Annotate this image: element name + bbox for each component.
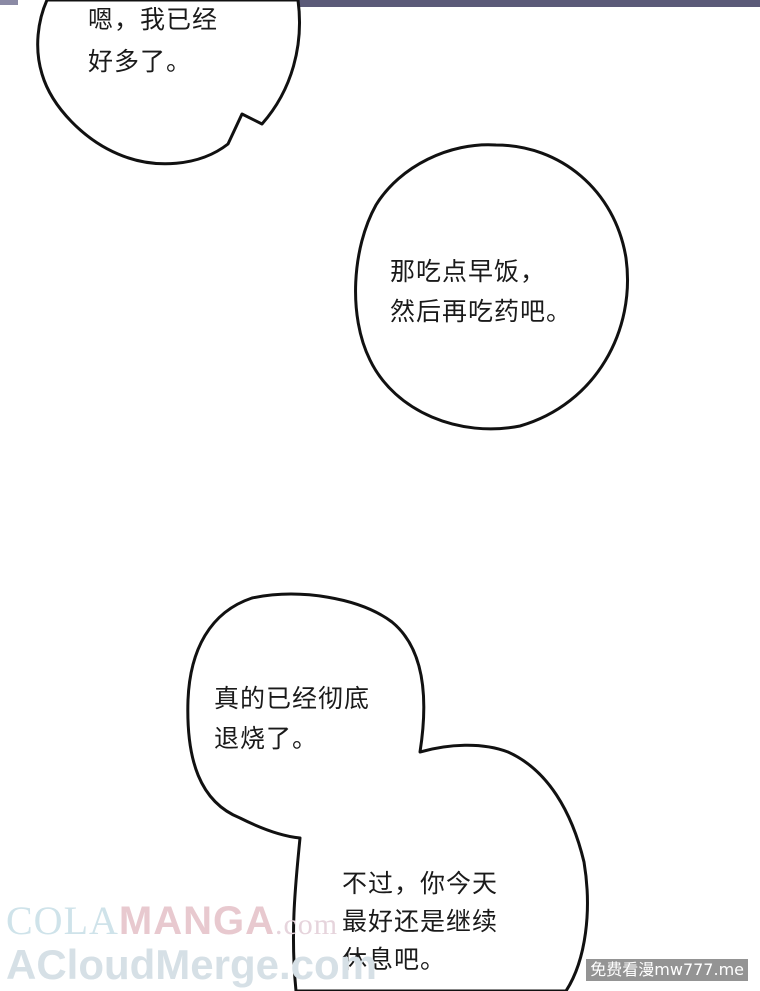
watermark-acloudmerge: ACloudMerge.com (6, 941, 378, 988)
watermark-colamanga: COLAMANGA.com (6, 897, 338, 949)
panel-top-edge-left (0, 0, 18, 5)
bubble-1-line-2: 好多了。 (88, 47, 193, 76)
watermark-manga: MANGA (118, 899, 275, 943)
bubble-3-line-2: 退烧了。 (214, 724, 319, 753)
panel-top-edge (290, 0, 760, 7)
watermark-site: 免费看漫mw777.me (586, 959, 748, 981)
bubble-1-line-1: 嗯，我已经 (88, 5, 219, 34)
speech-bubble-2 (354, 143, 629, 431)
bubble-4-line-2: 最好还是继续 (342, 907, 499, 936)
speech-bubble-1 (36, 0, 301, 166)
bubble-4-line-1: 不过，你今天 (342, 869, 499, 898)
bubble-2-line-2: 然后再吃药吧。 (390, 297, 573, 326)
bubble-4-line-3: 休息吧。 (342, 945, 447, 974)
watermark-dotcom: .com (274, 908, 339, 941)
bubble-3-line-1: 真的已经彻底 (214, 684, 371, 713)
bubble-2-line-1: 那吃点早饭， (390, 257, 547, 286)
watermark-cola: COLA (6, 898, 119, 943)
speech-bubble-3 (186, 592, 589, 991)
